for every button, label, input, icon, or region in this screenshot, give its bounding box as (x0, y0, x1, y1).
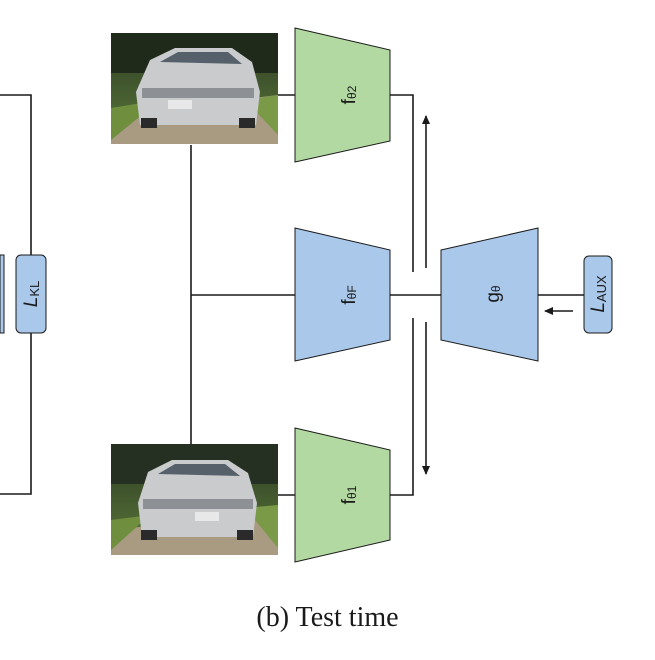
left-bracket-bottom (0, 333, 32, 495)
loss-box-partial (0, 254, 5, 334)
connector-lines (0, 94, 585, 496)
loss-kl-box (15, 254, 47, 334)
block-f-thetaF (294, 227, 391, 362)
block-g-theta (440, 227, 539, 362)
figure-caption: (b) Test time (256, 602, 399, 633)
label-f-thetaF: fθF (339, 285, 360, 304)
label-f-theta2: fθ2 (339, 85, 360, 104)
car-image-bottom (111, 444, 278, 555)
label-loss-aux: LAUX (588, 275, 609, 313)
block-f-theta2 (294, 27, 391, 163)
label-f-theta1: fθ1 (339, 485, 360, 504)
f1-output-line (390, 318, 414, 496)
block-f-theta1 (294, 427, 391, 563)
label-g-theta: gθ (483, 285, 504, 303)
f2-output-line (390, 94, 414, 272)
loss-aux-box (583, 255, 613, 334)
car-image-top (111, 33, 278, 144)
label-loss-kl: LKL (21, 281, 42, 307)
arrows (422, 115, 573, 475)
left-bracket-top (0, 94, 32, 255)
